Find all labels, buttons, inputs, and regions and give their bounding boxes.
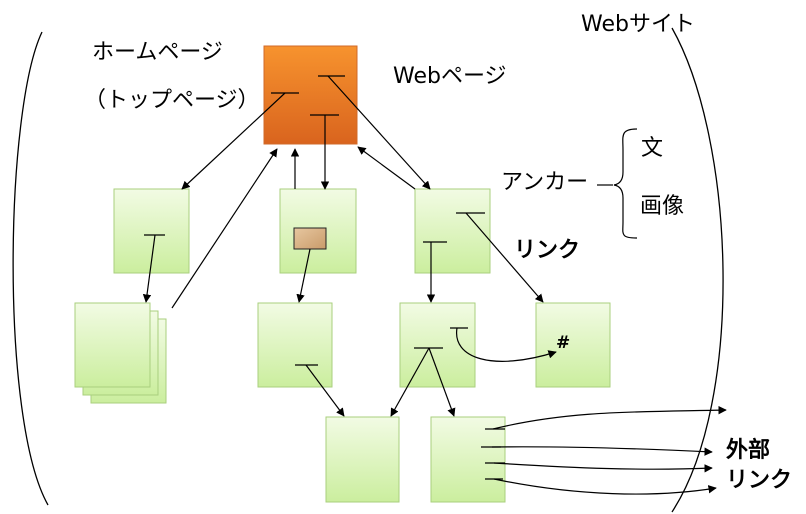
webpage-label: Webページ — [393, 64, 507, 89]
homepage-label: ホームページ — [92, 40, 223, 65]
page-row4-b — [430, 416, 506, 503]
link-label: リンク — [514, 238, 581, 263]
page-row3-b — [399, 302, 476, 388]
website-label: Webサイト — [581, 12, 695, 37]
page-stack — [74, 302, 167, 404]
hash-label: # — [556, 333, 571, 353]
external-label-line2: リンク — [726, 468, 793, 493]
image-label: 画像 — [640, 194, 685, 219]
website-boundary-right — [671, 27, 724, 513]
page-right — [414, 188, 491, 274]
anchor-label: アンカー — [501, 170, 589, 195]
page-hash-target — [535, 302, 611, 388]
toppage-label: （トップページ） — [84, 88, 260, 113]
website-boundary-left — [12, 31, 49, 506]
page-row3-a — [257, 302, 333, 388]
text-label: 文 — [641, 136, 664, 161]
anchor-brace — [613, 128, 638, 239]
link-arrows — [142, 75, 727, 495]
page-row4-a — [325, 416, 400, 503]
image-thumbnail — [293, 227, 327, 250]
external-label-line1: 外部 — [726, 438, 771, 463]
home-page — [263, 45, 358, 145]
